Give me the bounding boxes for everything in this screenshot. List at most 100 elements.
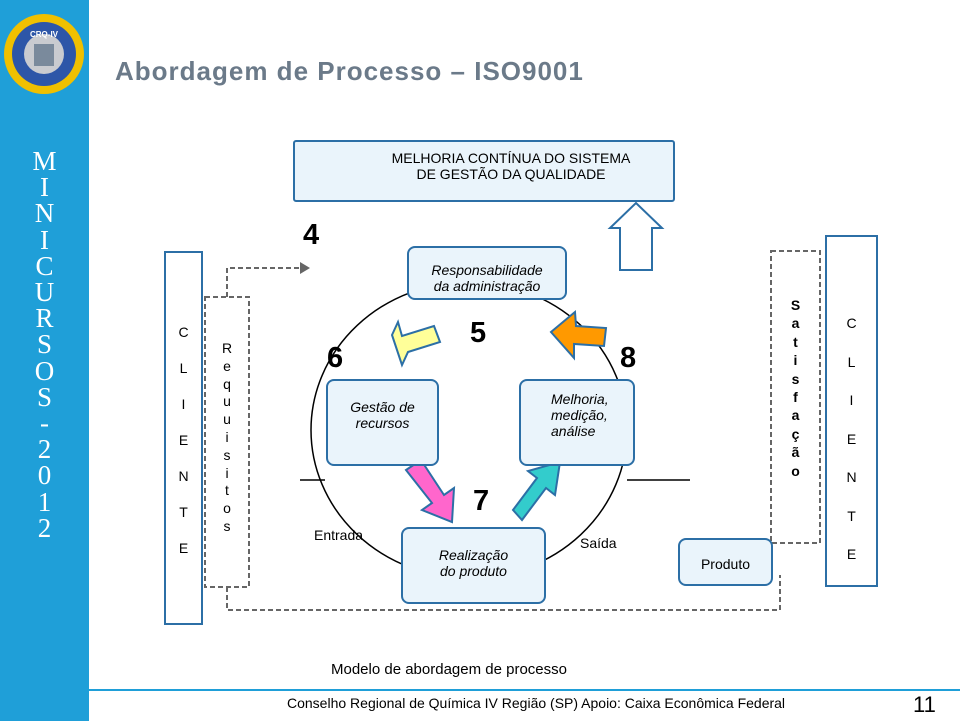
sidebar-letter: 2 xyxy=(37,434,52,465)
satisfacao-letter: S xyxy=(790,297,801,313)
cliente-right-letter: L xyxy=(847,353,856,370)
page-title: Abordagem de Processo – ISO9001 xyxy=(115,56,584,86)
cliente-left-letter: E xyxy=(178,540,189,556)
satisfacao-letter: o xyxy=(791,462,800,479)
gestao-line2: recursos xyxy=(355,415,410,431)
requisitos-letter: o xyxy=(223,500,231,517)
produto-box: Produto xyxy=(678,538,773,586)
realizacao-line2: do produto xyxy=(440,563,507,579)
sidebar-letter: C xyxy=(35,250,54,281)
cliente-left-letter: E xyxy=(178,432,189,448)
realizacao-box: Realização do produto xyxy=(401,527,546,604)
teal-arrow xyxy=(511,460,562,522)
requisitos-letter: R xyxy=(221,340,233,356)
pink-arrow xyxy=(404,458,456,524)
requisitos-letter: t xyxy=(225,482,229,499)
cliente-left-letter: I xyxy=(181,396,186,412)
gestao-recursos-box: Gestão de recursos xyxy=(326,379,439,466)
responsabilidade-box: Responsabilidade da administração xyxy=(407,246,567,300)
footer-divider xyxy=(89,689,960,691)
cliente-left-letter: N xyxy=(178,468,189,484)
produto-label: Produto xyxy=(700,556,751,572)
step-number-7: 7 xyxy=(473,485,490,517)
responsabilidade-line2: da administração xyxy=(433,278,541,294)
requisitos-letter: u xyxy=(223,393,231,410)
saida-label: Saída xyxy=(580,535,617,551)
bottom-dashed-connector xyxy=(226,575,781,611)
cliente-right-letter: T xyxy=(847,507,856,524)
requisitos-letter: e xyxy=(223,357,231,374)
improvement-up-arrow xyxy=(607,201,665,271)
cliente-right-box xyxy=(825,235,878,587)
step-number-6: 6 xyxy=(327,342,344,374)
step-number-5: 5 xyxy=(470,317,487,349)
orange-arrow xyxy=(549,309,608,361)
sidebar-letter: 0 xyxy=(37,460,52,491)
sidebar-letter: - xyxy=(40,408,49,439)
requisitos-letter: s xyxy=(223,446,231,463)
step-number-8: 8 xyxy=(620,342,637,374)
sidebar-letter: O xyxy=(34,355,55,386)
page-number: 11 xyxy=(913,692,936,717)
cliente-right-letter: C xyxy=(846,315,857,331)
logo-label: CRQ-IV xyxy=(30,30,59,39)
sidebar-letter: M xyxy=(32,146,57,176)
sidebar-letter: S xyxy=(36,381,53,412)
melhoria-continua-text: MELHORIA CONTÍNUA DO SISTEMA DE GESTÃO D… xyxy=(294,150,728,182)
cliente-right-letter: I xyxy=(849,392,854,408)
requisitos-box xyxy=(204,296,250,588)
requisitos-letter: i xyxy=(225,428,229,445)
satisfacao-letter: a xyxy=(791,407,800,424)
responsabilidade-line1: Responsabilidade xyxy=(431,262,543,278)
top-box-line1: MELHORIA CONTÍNUA DO SISTEMA xyxy=(391,150,631,166)
cliente-right-letters: C L I E N T E xyxy=(826,304,877,574)
cliente-left-box xyxy=(164,251,203,625)
top-dashed-connector xyxy=(226,267,300,297)
melhoria-line1: Melhoria, xyxy=(551,391,609,407)
entrada-label: Entrada xyxy=(314,527,364,543)
step-number-4: 4 xyxy=(303,219,320,251)
sidebar-letter: S xyxy=(36,329,53,360)
connector-arrowhead-left xyxy=(300,262,310,274)
sidebar-letter: I xyxy=(40,224,49,255)
cliente-right-letter: E xyxy=(846,546,857,562)
yellow-arrow xyxy=(390,319,442,368)
cliente-right-letter: N xyxy=(846,469,857,485)
melhoria-continua-box xyxy=(293,140,675,202)
sidebar-letter: 2 xyxy=(37,512,52,543)
melhoria-line3: análise xyxy=(551,423,596,439)
crq-logo: CRQ-IV xyxy=(4,14,84,94)
sidebar-letter: N xyxy=(34,198,55,229)
melhoria-line2: medição, xyxy=(551,407,608,423)
satisfacao-letter: t xyxy=(793,333,798,350)
diagram-caption: Modelo de abordagem de processo xyxy=(331,661,567,678)
sidebar-letter: U xyxy=(34,277,55,308)
sidebar-letter: R xyxy=(35,303,54,334)
satisfacao-letter: s xyxy=(791,370,800,387)
satisfacao-letter: a xyxy=(791,315,800,332)
sidebar-letter: I xyxy=(40,172,49,203)
satisfacao-letter: ç xyxy=(791,425,800,442)
sidebar-letter: 1 xyxy=(37,486,52,517)
satisfacao-letter: i xyxy=(793,352,798,369)
cliente-left-letter: T xyxy=(179,504,188,520)
requisitos-letter: i xyxy=(225,464,229,481)
top-box-line2: DE GESTÃO DA QUALIDADE xyxy=(416,166,606,182)
requisitos-letter: u xyxy=(223,411,231,428)
requisitos-letter: q xyxy=(223,375,231,392)
melhoria-box: Melhoria, medição, análise xyxy=(519,379,635,466)
cliente-right-letter: E xyxy=(846,430,857,447)
satisfacao-box xyxy=(770,250,821,544)
cliente-left-letter: L xyxy=(179,360,188,376)
footer-text: Conselho Regional de Química IV Região (… xyxy=(287,695,786,711)
requisitos-letter: s xyxy=(223,517,231,534)
satisfacao-letter: ã xyxy=(791,444,800,461)
realizacao-line1: Realização xyxy=(438,547,509,563)
satisfacao-letter: f xyxy=(793,389,798,406)
